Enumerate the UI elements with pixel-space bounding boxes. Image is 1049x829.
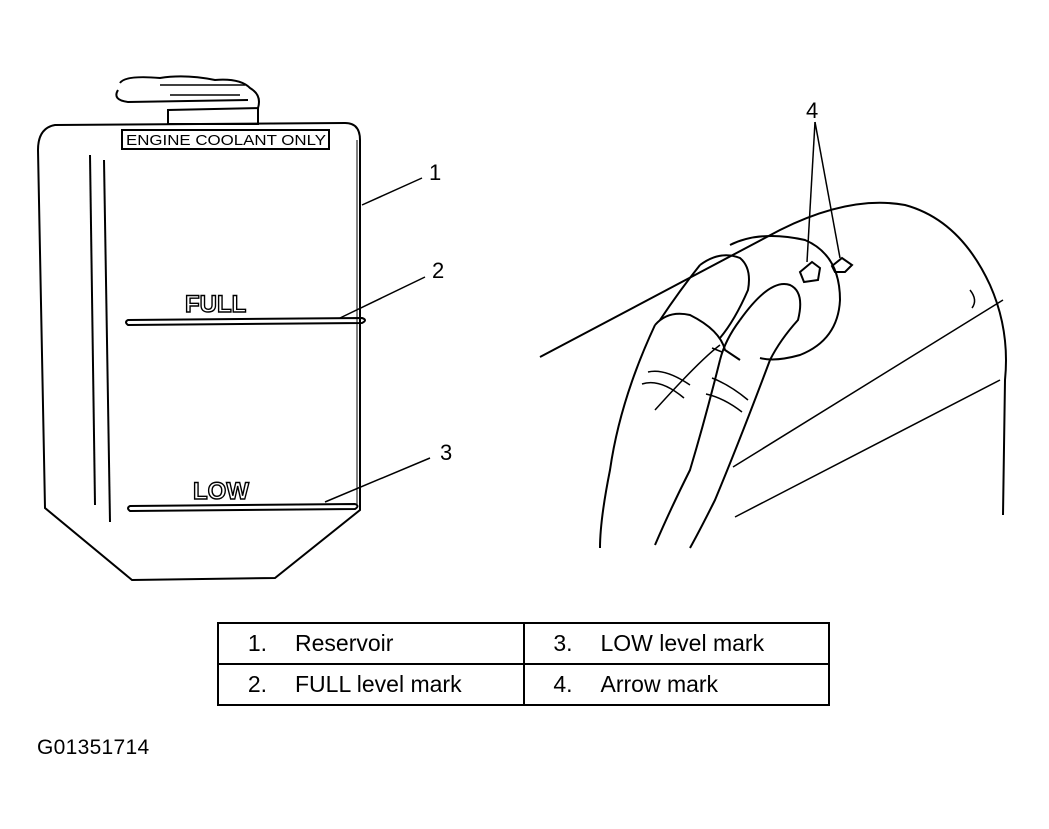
- reservoir-tank: [36, 121, 361, 582]
- low-level-line: [127, 502, 359, 513]
- low-mark-text: LOW: [193, 478, 249, 505]
- callout-3: 3: [440, 440, 452, 465]
- legend-cell: 3. LOW level mark: [522, 622, 830, 665]
- callout-leaders: [324, 177, 431, 503]
- legend-cell: 4. Arrow mark: [522, 663, 830, 706]
- legend-cell: 1. Reservoir: [217, 622, 525, 665]
- legend-label: LOW level mark: [600, 630, 765, 656]
- callout-1: 1: [429, 160, 441, 185]
- legend-table: 1. Reservoir 3. LOW level mark 2. FULL l…: [217, 622, 830, 706]
- full-mark-text: FULL: [185, 291, 246, 318]
- legend-cell: 2. FULL level mark: [217, 663, 525, 706]
- reservoir-cap: [115, 75, 330, 150]
- legend-number: 3.: [553, 630, 573, 656]
- legend-number: 2.: [247, 671, 267, 697]
- arrow-mark-leaders: [806, 121, 841, 263]
- full-level-line: [125, 316, 366, 327]
- legend-row: 2. FULL level mark 4. Arrow mark: [217, 663, 830, 706]
- legend-label: FULL level mark: [295, 671, 462, 697]
- cap-label: ENGINE COOLANT ONLY: [126, 132, 326, 149]
- callout-4: 4: [806, 98, 818, 123]
- legend-row: 1. Reservoir 3. LOW level mark: [217, 622, 830, 665]
- legend-number: 4.: [553, 671, 573, 697]
- callout-2: 2: [432, 258, 444, 283]
- legend-number: 1.: [247, 630, 267, 656]
- legend-label: Reservoir: [295, 630, 394, 656]
- figure-id: G01351714: [37, 736, 150, 759]
- hand-and-reservoir-top: [539, 201, 1007, 549]
- legend-label: Arrow mark: [600, 671, 719, 697]
